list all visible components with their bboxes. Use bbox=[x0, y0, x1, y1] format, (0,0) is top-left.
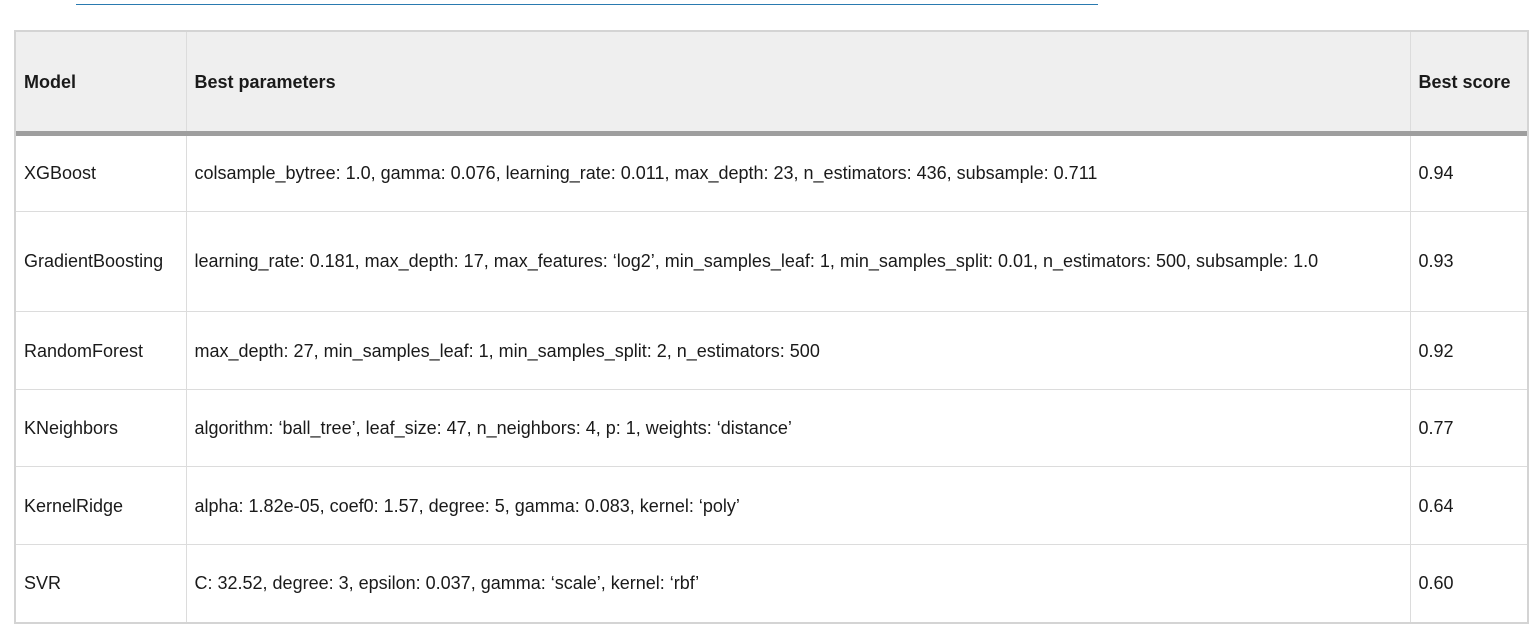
cell-model: RandomForest bbox=[16, 311, 186, 390]
cell-score: 0.64 bbox=[1409, 466, 1527, 545]
table-row: SVR C: 32.52, degree: 3, epsilon: 0.037,… bbox=[16, 543, 1527, 622]
table-row: GradientBoosting learning_rate: 0.181, m… bbox=[16, 210, 1527, 312]
table-row: KernelRidge alpha: 1.82e-05, coef0: 1.57… bbox=[16, 466, 1527, 545]
cell-model: SVR bbox=[16, 543, 186, 622]
cell-model: XGBoost bbox=[24, 163, 97, 184]
cell-params: learning_rate: 0.181, max_depth: 17, max… bbox=[185, 210, 1410, 312]
results-table-container: Model Best parameters Best score XGBoost… bbox=[14, 30, 1529, 624]
cell-params: colsample_bytree: 1.0, gamma: 0.076, lea… bbox=[185, 133, 1410, 212]
table-header-row: Model Best parameters Best score bbox=[16, 32, 1527, 136]
cell-params: max_depth: 27, min_samples_leaf: 1, min_… bbox=[185, 311, 1410, 390]
cell-score: 0.77 bbox=[1409, 388, 1527, 467]
header-best-score: Best score bbox=[1409, 32, 1527, 136]
header-best-parameters: Best parameters bbox=[185, 32, 1410, 136]
cell-score: 0.92 bbox=[1409, 311, 1527, 390]
truncated-link-underline[interactable] bbox=[76, 0, 1098, 5]
table-row: RandomForest max_depth: 27, min_samples_… bbox=[16, 311, 1527, 390]
cell-model: GradientBoosting bbox=[16, 210, 186, 312]
cell-params: algorithm: ‘ball_tree’, leaf_size: 47, n… bbox=[185, 388, 1410, 467]
header-model: Model bbox=[16, 32, 186, 136]
cell-score: 0.60 bbox=[1409, 543, 1527, 622]
cell-params: alpha: 1.82e-05, coef0: 1.57, degree: 5,… bbox=[185, 466, 1410, 545]
cell-score: 0.94 bbox=[1409, 133, 1527, 212]
cell-model: KNeighbors bbox=[16, 388, 186, 467]
table-row: XGBoost colsample_bytree: 1.0, gamma: 0.… bbox=[16, 133, 1527, 212]
cell-score: 0.93 bbox=[1409, 210, 1527, 312]
cell-model: KernelRidge bbox=[16, 466, 186, 545]
cell-params: C: 32.52, degree: 3, epsilon: 0.037, gam… bbox=[185, 543, 1410, 622]
results-table: Model Best parameters Best score XGBoost… bbox=[16, 32, 1527, 622]
table-row: KNeighbors algorithm: ‘ball_tree’, leaf_… bbox=[16, 388, 1527, 467]
